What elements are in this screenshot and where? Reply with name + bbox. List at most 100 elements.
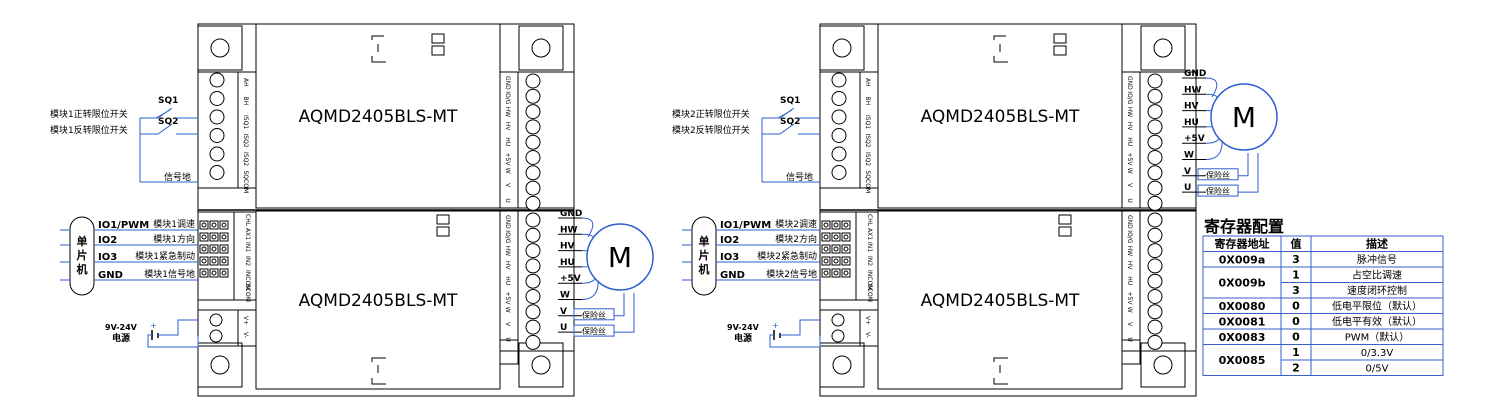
- register-value: 3: [1292, 253, 1300, 266]
- terminal-pin-label: IN1: [244, 242, 251, 252]
- register-description: 低电平限位（默认）: [1332, 300, 1422, 313]
- mounting-pad: [1140, 342, 1186, 388]
- mounting-hole: [531, 38, 551, 58]
- terminal-pin-label: SCOM: [244, 284, 251, 302]
- terminal-screw: [831, 128, 847, 143]
- pin-cell: [821, 268, 831, 278]
- pin-dot: [221, 270, 227, 276]
- terminal-screw: [525, 273, 541, 289]
- fuse-box: [1197, 184, 1239, 197]
- pin-dot: [823, 246, 829, 252]
- mcu-body: [691, 216, 717, 296]
- power-plus: +: [772, 321, 779, 330]
- mcu-pin-function: 模块2方向: [775, 233, 817, 245]
- pin-cell: [821, 220, 831, 230]
- switch-name: SQ1: [158, 96, 178, 106]
- terminal-screw: [209, 146, 225, 162]
- fuse-box: [573, 324, 615, 337]
- terminal-pin-label: HV: [1126, 122, 1133, 132]
- switch-label: 模块1反转限位开关: [50, 124, 128, 136]
- terminal-pin-label: HW: [1126, 246, 1133, 257]
- switch-label: 模块2反转限位开关: [672, 124, 750, 136]
- pin-dot: [211, 270, 217, 276]
- terminal-pin-label: V+: [864, 316, 871, 325]
- component-mark: [371, 35, 386, 63]
- terminal-pin-label: IO/G: [1126, 91, 1133, 105]
- terminal-label-strip: [1121, 210, 1141, 352]
- terminal-screw: [1147, 273, 1163, 289]
- register-description: 占空比调速: [1352, 269, 1402, 282]
- terminal-screw: [1147, 180, 1163, 196]
- motor-wire-label: HV: [1184, 102, 1199, 112]
- pin-dot: [221, 258, 227, 264]
- mounting-hole: [832, 355, 852, 375]
- mounting-pad: [197, 25, 243, 71]
- mounting-pad: [819, 25, 865, 71]
- pin-dot: [833, 246, 839, 252]
- motor-circle: [1210, 83, 1278, 151]
- terminal-label-strip: [237, 309, 257, 347]
- terminal-pin-label: W: [1126, 307, 1133, 313]
- terminal-pin-label: V: [1126, 183, 1133, 188]
- terminal-pin-label: SQCOM: [242, 171, 249, 194]
- terminal-pin-label: IN2: [866, 256, 873, 266]
- pin-dot: [833, 222, 839, 228]
- terminal-label-strip: [233, 211, 257, 301]
- pin-cell: [831, 268, 841, 278]
- mcu-pin-function: 模块1调速: [153, 218, 195, 230]
- pin-dot: [823, 222, 829, 228]
- terminal-pin-label: IN2: [244, 256, 251, 266]
- terminal-pin-label: IO/G: [504, 230, 511, 244]
- wire: [139, 118, 198, 183]
- chip-mark: [431, 45, 445, 56]
- terminal-screw: [209, 313, 223, 327]
- terminal-label-strip: [499, 210, 519, 352]
- table-title: 寄存器配置: [1204, 217, 1284, 236]
- chip-mark: [1058, 226, 1072, 237]
- pin-cell: [841, 244, 851, 254]
- terminal-pin-label: IN1: [866, 242, 873, 252]
- terminal-pin-label: HU: [1126, 137, 1133, 146]
- chip-mark: [431, 33, 445, 44]
- terminal-screw: [831, 72, 847, 88]
- wire: [780, 319, 820, 336]
- table-cell-desc: [1310, 359, 1444, 376]
- right-wiring-group: AQMD2405BLS-MTAQMD2405BLS-MTAHBHISQ1ISQ2…: [672, 23, 1278, 397]
- motor-symbol: M: [1232, 101, 1256, 134]
- pin-cell: [209, 268, 219, 278]
- terminal-screw: [209, 165, 225, 180]
- mcu-pin-name: IO2: [720, 235, 739, 246]
- power-label: 电源: [112, 332, 130, 344]
- register-description: 0/5V: [1366, 364, 1389, 375]
- terminal-pin-label: IO/G: [1126, 230, 1133, 244]
- terminal-screw: [209, 329, 223, 343]
- pin-dot: [823, 258, 829, 264]
- power-plus: +: [150, 321, 157, 330]
- mounting-hole: [1153, 355, 1173, 375]
- pin-cell: [831, 256, 841, 266]
- terminal-pin-label: AX1: [866, 228, 873, 240]
- register-description: PWM（默认）: [1345, 331, 1410, 344]
- terminal-screw: [1147, 304, 1163, 320]
- terminal-screw: [1147, 212, 1163, 228]
- terminal-screw: [209, 109, 225, 125]
- motor-wire-label: +5V: [560, 274, 581, 284]
- register-value: 0: [1292, 300, 1300, 313]
- terminal-screw: [1147, 227, 1163, 243]
- terminal-pin-label: V: [504, 183, 511, 188]
- terminal-pin-label: AH: [242, 78, 249, 87]
- pin-cell: [219, 256, 229, 266]
- terminal-screw: [1147, 195, 1163, 211]
- terminal-screw: [1147, 319, 1163, 335]
- terminal-pin-label: HV: [504, 261, 511, 271]
- board-model-label: AQMD2405BLS-MT: [921, 107, 1080, 127]
- terminal-screw: [525, 165, 541, 181]
- register-value: 0: [1292, 331, 1300, 344]
- mcu-pin-function: 模块1方向: [153, 233, 195, 245]
- pin-dot: [823, 270, 829, 276]
- terminal-screw: [831, 109, 847, 125]
- mcu-pin-name: IO1/PWM: [98, 220, 149, 231]
- terminal-screw: [525, 319, 541, 335]
